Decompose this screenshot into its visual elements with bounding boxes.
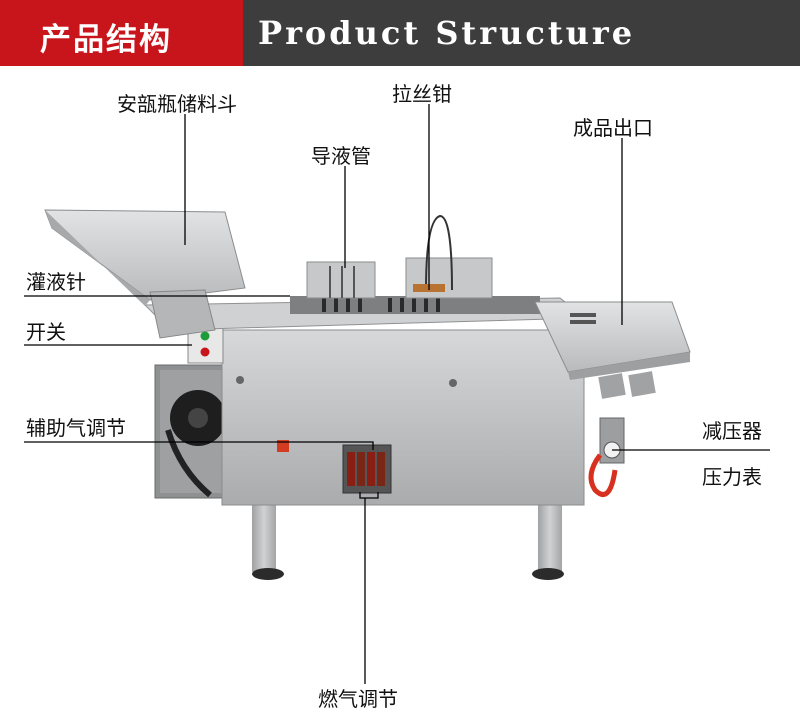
label-wire-drawing-pliers: 拉丝钳	[392, 82, 452, 106]
label-ampoule-hopper: 安瓿瓶储料斗	[117, 92, 237, 116]
label-auxiliary-gas-adjust: 辅助气调节	[26, 416, 126, 440]
filling-head-assembly	[306, 214, 493, 299]
main-cabinet	[221, 329, 585, 506]
header-banner: 产品结构 Product Structure	[0, 0, 800, 66]
label-switch: 开关	[26, 320, 66, 344]
label-liquid-tube: 导液管	[311, 144, 371, 168]
header-red-block	[0, 0, 243, 66]
gas-flowmeter-panel	[277, 440, 392, 494]
product-outlet-tray	[534, 301, 691, 399]
leader-lines	[24, 104, 770, 684]
label-filling-needle: 灌液针	[26, 270, 86, 294]
header-dark-block	[243, 0, 800, 66]
title-chinese: 产品结构	[40, 22, 172, 58]
conveyor-table	[143, 296, 587, 331]
label-product-outlet: 成品出口	[573, 116, 653, 140]
label-pressure-gauge: 压力表	[702, 465, 762, 489]
side-motor-box	[154, 364, 234, 499]
label-pressure-reducer: 减压器	[702, 419, 762, 443]
ampoule-hopper	[44, 209, 246, 339]
pressure-reducer	[588, 417, 625, 497]
label-gas-adjust: 燃气调节	[318, 687, 398, 711]
machine-legs	[252, 500, 564, 580]
title-english: Product Structure	[258, 14, 636, 52]
